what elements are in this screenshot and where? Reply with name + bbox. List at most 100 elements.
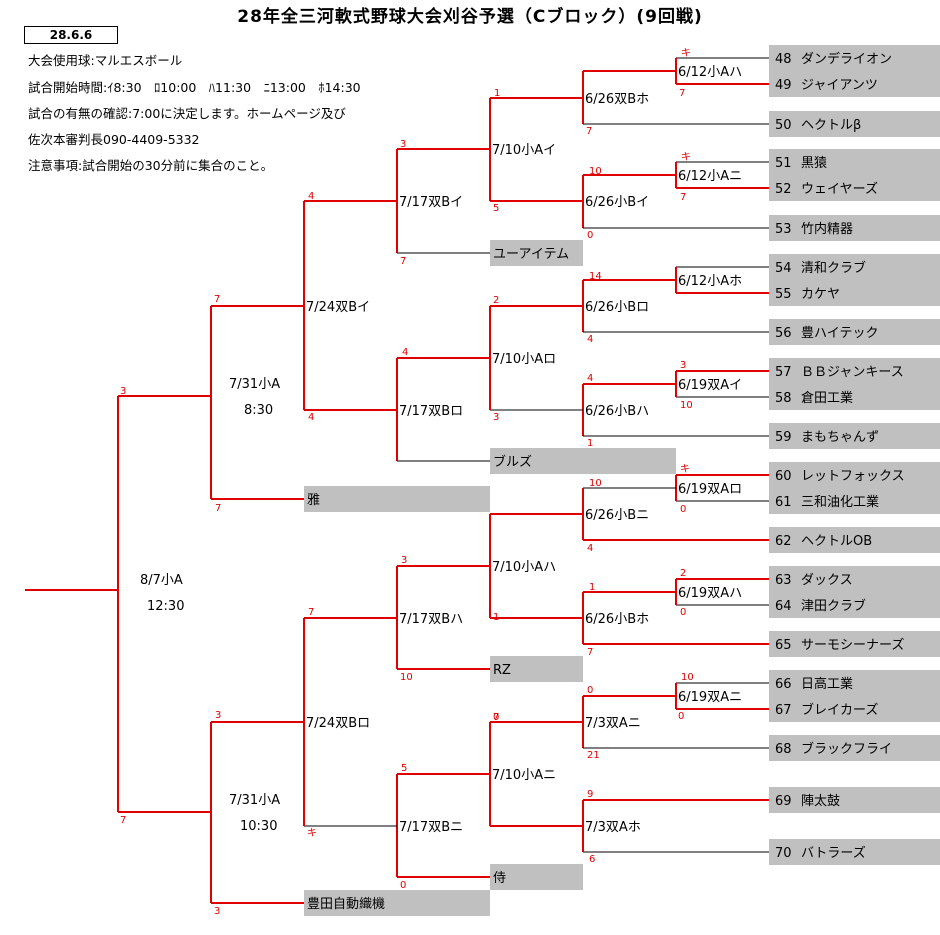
score-label: 4 [587,373,593,384]
match-label: 7/17双Bハ [399,612,463,627]
score-label: 3 [120,386,126,397]
team-number: 59 [775,430,792,445]
score-label: 4 [587,543,593,554]
score-label: 0 [680,504,686,515]
score-label: 1 [494,88,500,99]
score-label: 7 [120,815,126,826]
match-label: 7/17双Bニ [399,820,463,835]
seed-box [490,448,676,474]
team-number: 56 [775,326,792,341]
team-name: 三和油化工業 [801,494,879,510]
score-label: 0 [587,685,593,696]
score-label: 21 [587,750,600,761]
score-label: 4 [308,412,314,423]
page-title: 28年全三河軟式野球大会刈谷予選（Cブロック）(9回戦) [237,7,703,27]
score-label: キ [307,828,317,839]
team-box [769,566,940,592]
team-box [769,254,940,280]
score-label: 10 [589,478,602,489]
match-label: 6/26小Bロ [585,300,649,315]
team-name: ＢＢジャンキース [801,365,904,380]
match-label: 6/26小Bニ [585,508,649,523]
score-label: 9 [587,789,593,800]
team-box [769,423,940,449]
team-box [769,175,940,201]
score-label: 0 [493,712,499,723]
team-box [769,111,940,137]
seed-name: 豊田自動織機 [307,897,385,912]
score-label: 1 [589,582,595,593]
score-label: キ [681,48,691,59]
match-label: 6/19双Aハ [678,586,742,601]
score-label: 7 [587,647,593,658]
match-label: 6/26小Bホ [585,612,649,627]
match-label: 6/12小Aハ [678,65,742,80]
team-number: 65 [775,638,792,653]
note-contact: 佐次本審判長090-4409-5332 [28,132,200,147]
score-label: 7 [400,256,406,267]
team-name: ヘクトルβ [801,118,861,133]
score-label: 4 [587,334,593,345]
team-name: ダックス [801,573,853,588]
team-box [769,71,940,97]
match-label: 7/10小Aロ [492,352,556,367]
score-label: 6 [589,854,595,865]
team-name: まもちゃんず [801,430,879,445]
match-label: 12:30 [147,599,184,614]
score-label: 10 [680,400,693,411]
team-number: 60 [775,469,792,484]
score-label: 1 [587,438,593,449]
team-number: 55 [775,287,792,302]
team-box [769,462,940,488]
team-box [769,592,940,618]
team-number: 67 [775,703,792,718]
note-confirmation: 試合の有無の確認:7:00に決定します。ホームページ及び [28,106,346,121]
team-box [769,670,940,696]
match-label: 6/26双Bホ [585,92,649,107]
team-number: 63 [775,573,792,588]
score-label: キ [680,464,690,475]
seed-box [304,486,490,512]
team-number: 70 [775,846,792,861]
team-box [769,735,940,761]
team-number: 62 [775,534,792,549]
match-label: 7/31小A [229,793,280,808]
match-label: 6/19双Aイ [678,378,742,393]
team-number: 50 [775,118,792,133]
score-label: 0 [678,711,684,722]
score-label: 7 [680,192,686,203]
match-label: 8/7小A [140,573,183,588]
team-name: 豊ハイテック [801,326,878,341]
team-box [769,215,940,241]
match-label: 8:30 [244,403,273,418]
score-label: 0 [400,880,406,891]
score-label: 7 [493,712,499,723]
match-label: 10:30 [240,819,277,834]
match-label: 6/26小Bイ [585,195,649,210]
score-label: キ [681,152,691,163]
team-name: サーモシーナーズ [801,637,904,653]
score-label: 3 [215,710,221,721]
seed-name: 雅 [307,493,320,508]
team-box [769,280,940,306]
seed-name: ブルズ [493,454,532,470]
team-name: レットフォックス [801,469,905,484]
team-name: 清和クラブ [801,260,866,276]
match-label: 7/31小A [229,377,280,392]
match-label: 7/10小Aニ [492,768,556,783]
team-name: 津田クラブ [801,598,866,614]
team-number: 57 [775,365,792,380]
score-label: 2 [493,295,499,306]
match-label: 6/12小Aニ [678,169,742,184]
seed-box [490,656,583,682]
score-label: 7 [214,294,220,305]
score-label: 1 [493,612,499,623]
score-label: 7 [679,88,685,99]
seed-box [490,864,583,890]
score-label: 4 [308,191,314,202]
seed-name: 侍 [493,871,506,886]
score-label: 3 [214,906,220,917]
team-number: 51 [775,156,792,171]
team-box [769,527,940,553]
score-label: 3 [680,360,686,371]
